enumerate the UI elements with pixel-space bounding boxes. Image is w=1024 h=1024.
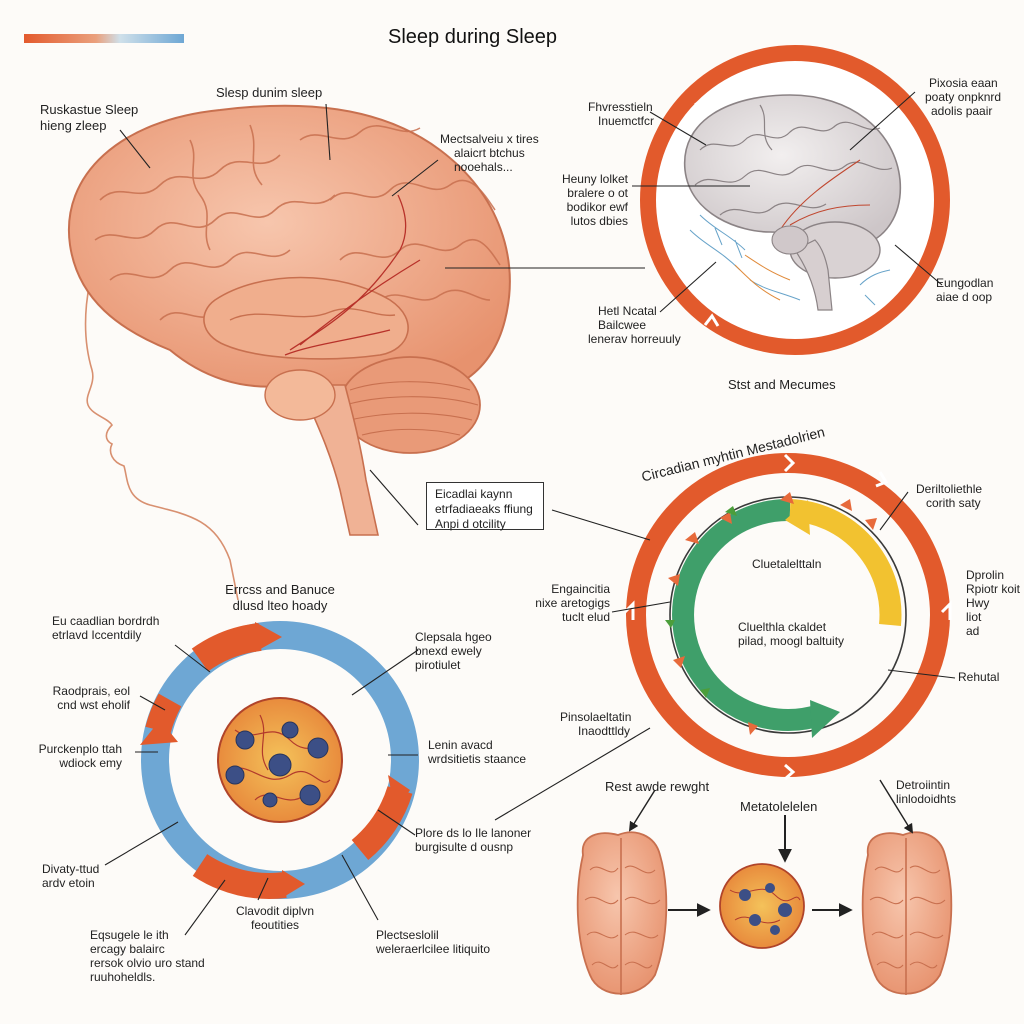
accent-gradient-bar — [24, 34, 184, 43]
metabolic-label-center: Metatolelelen — [740, 799, 818, 814]
brain-label-top: Slesp dunim sleep — [216, 85, 323, 100]
head-profile — [84, 234, 239, 601]
circadian-label-right-bottom: Rehutal — [958, 670, 1000, 684]
grey-brain-illustration — [684, 94, 902, 311]
metabolic-flow — [576, 779, 953, 995]
energy-cycle-ring — [140, 621, 419, 899]
leader-lines — [104, 91, 956, 936]
main-brain-illustration — [67, 104, 511, 536]
brain-circle-caption: Stst and Mecumes — [728, 377, 836, 392]
circadian-cycle-ring — [623, 453, 952, 781]
circadian-inner-top: Cluetalelttaln — [752, 557, 822, 571]
metabolic-label-left: Rest awde rewght — [605, 779, 710, 794]
page-title: Sleep during Sleep — [388, 26, 558, 48]
